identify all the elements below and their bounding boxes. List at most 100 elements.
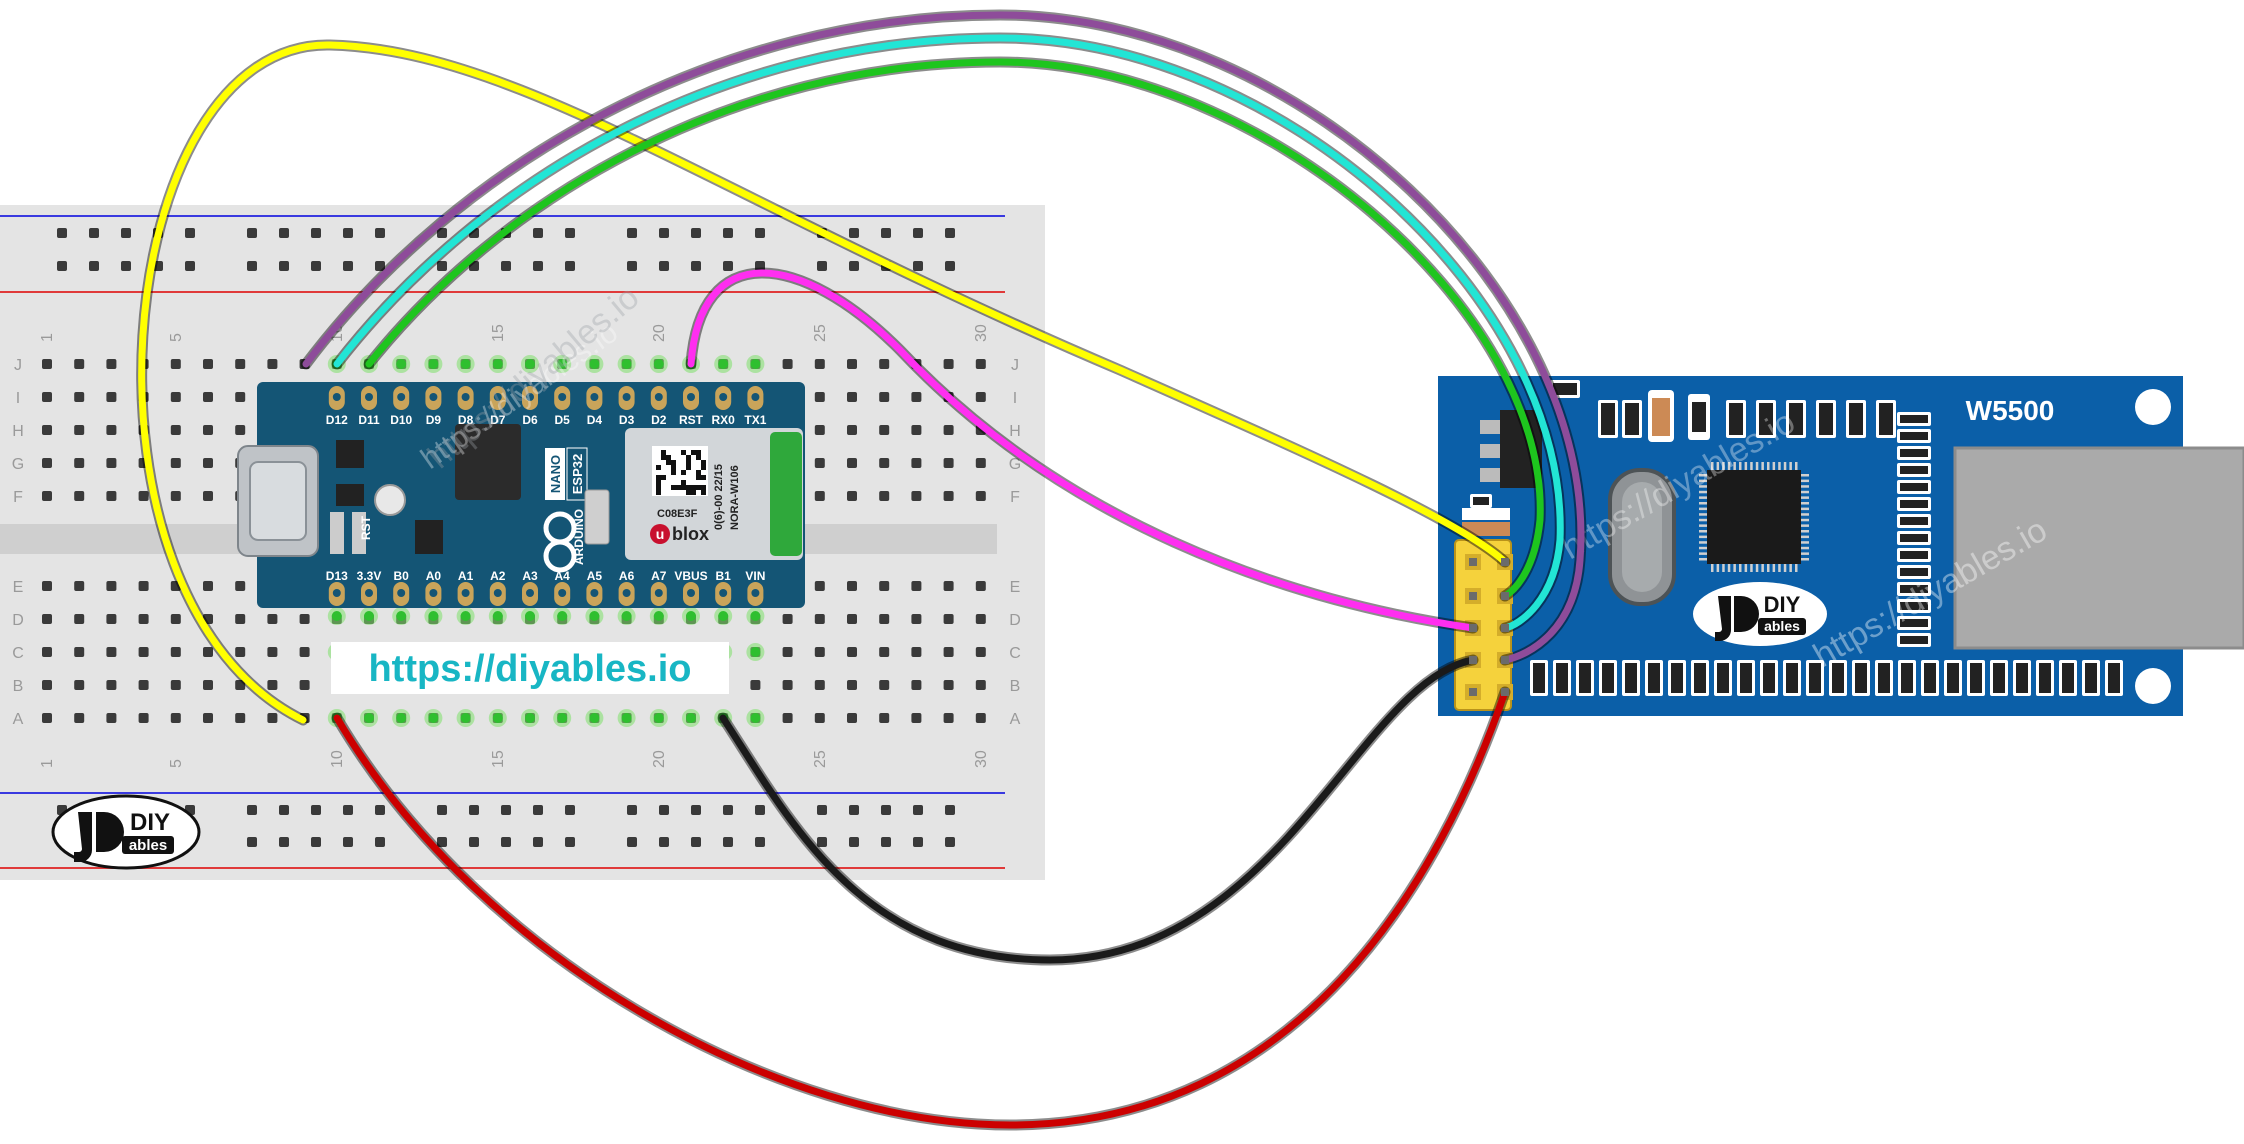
breadboard-hole	[375, 805, 385, 815]
breadboard-hole	[691, 837, 701, 847]
row-letter: I	[1013, 390, 1017, 407]
breadboard-hole	[170, 458, 181, 468]
breadboard-hole	[106, 647, 117, 657]
breadboard-hole	[533, 261, 543, 271]
breadboard-hole	[945, 837, 955, 847]
breadboard-hole	[627, 228, 637, 238]
breadboard-hole	[945, 228, 955, 238]
breadboard-hole	[106, 392, 117, 402]
breadboard-hole	[437, 261, 447, 271]
breadboard-hole	[311, 805, 321, 815]
breadboard-hole	[879, 392, 890, 402]
nano-bottom-pin-label: B0	[394, 569, 410, 583]
column-number: 25	[812, 750, 829, 768]
module-brand-u: u	[656, 526, 665, 542]
breadboard-hole	[375, 228, 385, 238]
breadboard-hole	[235, 581, 246, 591]
breadboard-hole	[847, 647, 857, 657]
breadboard-hole	[42, 491, 52, 501]
breadboard-hole	[203, 392, 213, 402]
ublox-logo-icon	[650, 524, 670, 544]
breadboard-hole	[627, 261, 637, 271]
breadboard-hole	[782, 647, 793, 657]
wire-purple	[300, 9, 1587, 666]
breadboard-hole	[975, 581, 986, 591]
nano-bottom-pin-label: A7	[651, 569, 667, 583]
breadboard-hole	[943, 680, 954, 690]
wire-red	[331, 686, 1511, 1131]
row-letter: A	[13, 711, 24, 728]
breadboard-hole	[42, 680, 52, 690]
breadboard-hole	[911, 425, 922, 435]
column-number: 5	[168, 759, 185, 768]
breadboard-hole	[945, 261, 955, 271]
breadboard-hole	[911, 458, 922, 468]
column-number: 10	[329, 750, 346, 768]
breadboard-hole	[299, 680, 310, 690]
breadboard-hole	[170, 425, 181, 435]
module-line-2: NORA-W106	[729, 465, 741, 530]
w5500-diyables-logo: DIY ables	[1693, 582, 1827, 646]
row-letter: F	[1010, 489, 1020, 506]
breadboard-hole	[437, 228, 447, 238]
mounting-hole	[2135, 389, 2171, 425]
breadboard-hole	[723, 261, 733, 271]
breadboard-hole	[847, 425, 857, 435]
row-letter: D	[1009, 612, 1021, 629]
column-number: 15	[490, 324, 507, 342]
breadboard-hole	[817, 261, 827, 271]
breadboard-hole	[267, 680, 278, 690]
row-letter: J	[1011, 357, 1019, 374]
nano-top-pin-label: D6	[522, 413, 538, 427]
breadboard-hole	[913, 805, 923, 815]
wire-cyan	[331, 32, 1566, 634]
breadboard-hole	[943, 581, 954, 591]
breadboard-hole	[106, 581, 117, 591]
breadboard-hole	[170, 647, 181, 657]
qr-code-icon	[656, 450, 706, 495]
breadboard-hole	[723, 837, 733, 847]
breadboard-hole	[879, 458, 890, 468]
breadboard-hole	[299, 614, 310, 624]
nano-bottom-pin-label: 3.3V	[357, 569, 382, 583]
column-number: 5	[168, 333, 185, 342]
breadboard-hole	[975, 680, 986, 690]
breadboard-hole	[42, 425, 52, 435]
breadboard-logo-bottom: ables	[129, 837, 167, 854]
wire-black	[717, 654, 1479, 966]
breadboard-hole	[723, 805, 733, 815]
breadboard-hole	[849, 261, 859, 271]
nano-bottom-pin-label: A1	[458, 569, 474, 583]
breadboard-hole	[343, 805, 353, 815]
breadboard-hole	[247, 837, 257, 847]
breadboard-hole	[74, 458, 85, 468]
column-number: 15	[490, 750, 507, 768]
breadboard-hole	[755, 805, 765, 815]
breadboard-hole	[814, 680, 825, 690]
breadboard-hole	[74, 581, 85, 591]
row-letter: A	[1010, 711, 1021, 728]
breadboard-hole	[913, 837, 923, 847]
breadboard-hole	[57, 261, 67, 271]
breadboard-hole	[975, 458, 986, 468]
nora-w106-module: C08E3F 0(6)-00 22/15 NORA-W106 u blox	[625, 428, 803, 560]
nano-top-pin-label: D8	[458, 413, 474, 427]
breadboard-hole	[106, 425, 117, 435]
breadboard-hole	[170, 680, 181, 690]
breadboard-hole	[138, 713, 149, 723]
breadboard-hole	[723, 228, 733, 238]
breadboard-hole	[138, 581, 149, 591]
breadboard-hole	[849, 228, 859, 238]
breadboard-hole	[533, 805, 543, 815]
breadboard-hole	[153, 261, 163, 271]
breadboard-hole	[975, 359, 986, 369]
breadboard-hole	[501, 261, 511, 271]
breadboard-hole	[847, 680, 857, 690]
breadboard-hole	[74, 392, 85, 402]
breadboard-hole	[437, 837, 447, 847]
breadboard-hole	[943, 458, 954, 468]
breadboard-hole	[235, 680, 246, 690]
chip-pins	[1699, 462, 1809, 572]
